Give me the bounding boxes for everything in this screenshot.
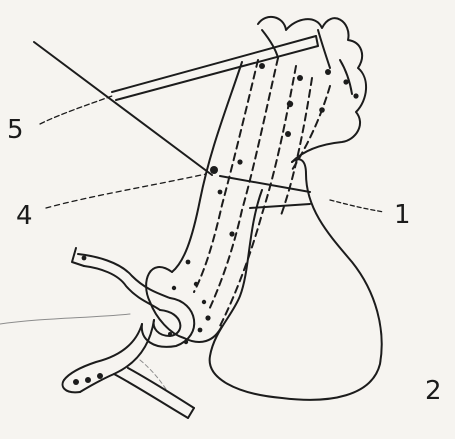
neuron-dot xyxy=(237,159,242,164)
neuron-dot xyxy=(218,190,223,195)
pointer-line-1a xyxy=(220,176,310,192)
guide-line xyxy=(0,314,130,324)
neuron-dot xyxy=(85,377,91,383)
neuron-dot xyxy=(186,260,191,265)
needle-tube xyxy=(112,36,318,100)
neuron-dot xyxy=(82,256,87,261)
neuron-dot xyxy=(287,101,293,107)
neuron-dot xyxy=(172,286,176,290)
label-1: 1 xyxy=(394,202,411,228)
neuron-dot xyxy=(97,373,103,379)
neuron-dot xyxy=(198,328,203,333)
neuron-dot xyxy=(210,166,218,174)
neuron-dot xyxy=(325,69,331,75)
label-5: 5 xyxy=(7,117,24,143)
nuclei-region xyxy=(258,17,366,162)
anterior-lobe-outline xyxy=(210,159,382,400)
pointer-line-1-tail xyxy=(330,200,384,212)
label-4: 4 xyxy=(16,203,33,229)
pointer-line-1b xyxy=(250,204,310,208)
pointer-line-4 xyxy=(46,174,206,208)
neuron-dot xyxy=(343,79,348,84)
neuron-dot xyxy=(73,379,79,385)
neuron-dot xyxy=(194,282,198,286)
neuron-dot xyxy=(184,340,188,344)
neuron-dot xyxy=(353,93,358,98)
neuron-dot xyxy=(297,75,303,81)
guide-line-2 xyxy=(140,360,168,392)
neuron-dot xyxy=(319,107,325,113)
neuron-dot xyxy=(259,63,265,69)
diagonal-line xyxy=(34,42,212,175)
neuron-dot xyxy=(229,231,234,236)
neuron-dot xyxy=(205,315,210,320)
label-2: 2 xyxy=(425,378,442,404)
pointer-line-5 xyxy=(40,96,112,124)
neuron-dot xyxy=(202,300,206,304)
neuron-dot xyxy=(285,131,291,137)
neuron-dot xyxy=(168,332,172,336)
